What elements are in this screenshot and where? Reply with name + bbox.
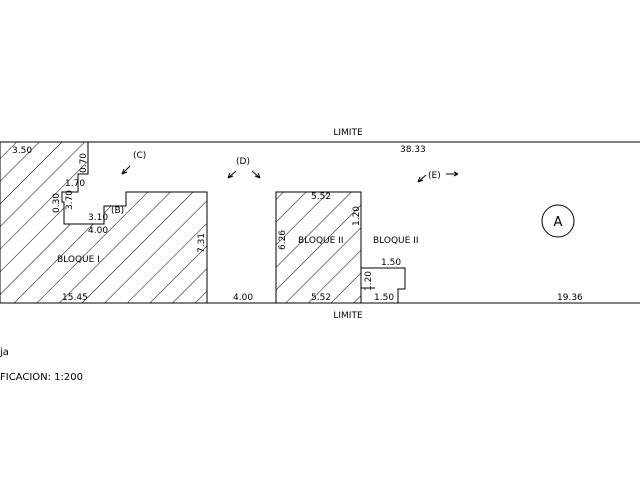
label-bloque-1: BLOQUE I xyxy=(57,255,100,265)
dim-3-70: 3.70 xyxy=(65,190,75,210)
arrow-d-right-icon xyxy=(251,170,261,179)
dim-19-36: 19.36 xyxy=(557,293,583,303)
bottom-limit-label: LIMITE xyxy=(333,311,363,321)
dim-1-50-bottom: 1.50 xyxy=(374,293,394,303)
dim-5-52-bottom: 5.52 xyxy=(311,293,331,303)
dim-0-30: 0.30 xyxy=(52,193,62,213)
bloque-1-hatched-area xyxy=(0,141,208,304)
zone-label: A xyxy=(554,215,563,230)
note-line-1: ja xyxy=(0,347,9,358)
dim-6-26: 6.26 xyxy=(278,230,288,250)
annex-outline xyxy=(361,267,406,303)
label-bloque-2: BLOQUE II xyxy=(373,236,418,246)
arrow-d-left-icon xyxy=(227,170,237,179)
label-b: (B) xyxy=(111,206,124,216)
label-d: (D) xyxy=(236,157,250,167)
bloque-2-hatched-area xyxy=(275,191,362,304)
note-scale: FICACION: 1:200 xyxy=(0,372,83,383)
dim-0-70: 0.70 xyxy=(79,153,89,173)
dim-15-45: 15.45 xyxy=(62,293,88,303)
arrow-c-icon xyxy=(121,165,131,175)
label-bloque-2-hatched: BLOQUE II xyxy=(298,236,343,246)
arrow-e-right-icon xyxy=(446,171,459,177)
label-c: (C) xyxy=(133,151,146,161)
zone-circle xyxy=(541,204,575,238)
dim-4-00-top: 4.00 xyxy=(88,226,108,236)
dim-1-20-a: 1.20 xyxy=(352,206,362,226)
top-limit-label: LIMITE xyxy=(333,128,363,138)
dim-4-00-bottom: 4.00 xyxy=(233,293,253,303)
arrow-e-left-icon xyxy=(417,174,427,183)
dim-1-20-b: 1.20 xyxy=(364,271,374,291)
dim-5-52-top: 5.52 xyxy=(311,192,331,202)
dim-38-33: 38.33 xyxy=(400,145,426,155)
dim-1-50-top: 1.50 xyxy=(381,258,401,268)
dim-3-10: 3.10 xyxy=(88,213,108,223)
label-e: (E) xyxy=(428,171,441,181)
dim-7-31: 7.31 xyxy=(197,233,207,253)
dim-1-70: 1.70 xyxy=(65,179,85,189)
dim-3-50: 3.50 xyxy=(12,146,32,156)
